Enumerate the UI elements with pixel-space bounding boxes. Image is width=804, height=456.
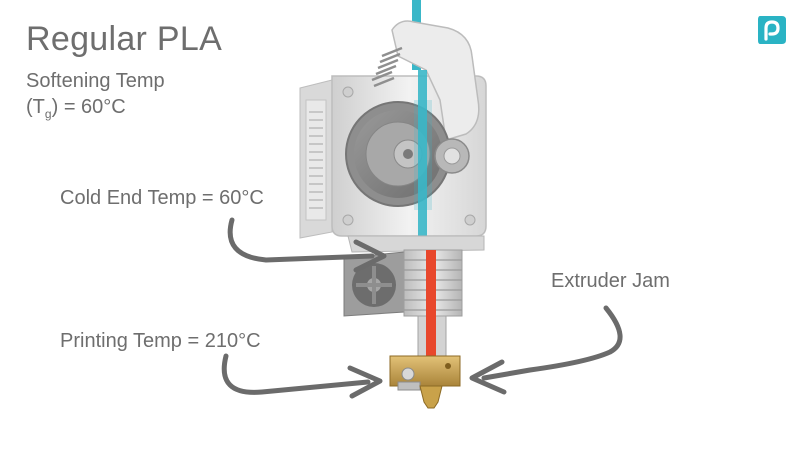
softening-temp-label: Softening Temp bbox=[26, 70, 165, 92]
glass-transition-line: (Tg) = 60°C bbox=[26, 96, 126, 121]
extruder-jam-arrowhead bbox=[469, 359, 507, 395]
nozzle bbox=[419, 385, 443, 409]
hot-filament bbox=[426, 250, 436, 384]
mount-plate bbox=[347, 235, 485, 253]
slide-title: Regular PLA bbox=[26, 20, 223, 58]
tg-subscript: g bbox=[44, 107, 52, 121]
printing-temp-label: Printing Temp = 210°C bbox=[60, 330, 261, 352]
printing-temp-arrowhead bbox=[347, 365, 383, 399]
brand-logo-icon[interactable] bbox=[754, 12, 790, 48]
heater-block bbox=[389, 355, 461, 391]
tg-prefix: (T bbox=[26, 96, 45, 118]
extruder-jam-label: Extruder Jam bbox=[551, 270, 670, 292]
idler-bearing bbox=[434, 138, 470, 174]
motor-plate bbox=[299, 79, 333, 239]
filament-in-body bbox=[418, 70, 427, 240]
cold-end-temp-label: Cold End Temp = 60°C bbox=[60, 187, 264, 209]
printing-temp-arrow bbox=[221, 353, 371, 395]
tg-suffix: ) bbox=[51, 96, 59, 118]
cold-end-arrow bbox=[227, 217, 375, 263]
idler-arm bbox=[371, 20, 480, 141]
cold-end-arrowhead bbox=[353, 239, 387, 273]
tg-value: = 60°C bbox=[63, 96, 126, 118]
extruder-jam-arrow bbox=[481, 305, 623, 381]
